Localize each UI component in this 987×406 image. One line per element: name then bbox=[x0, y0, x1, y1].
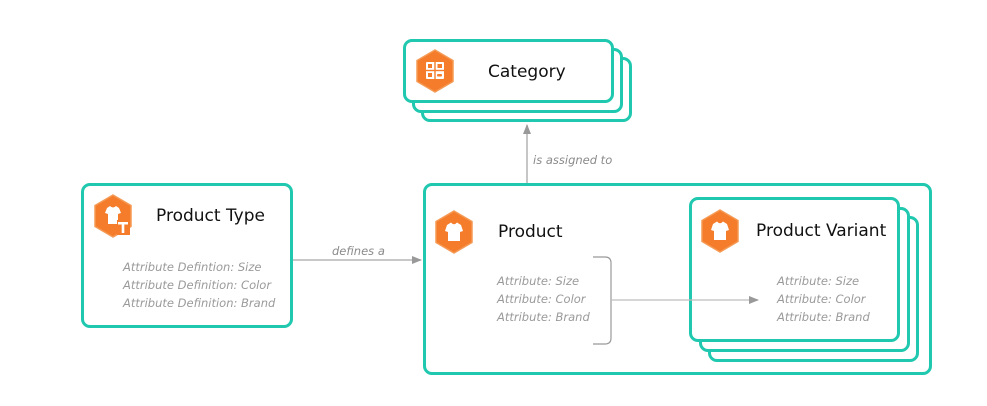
category-grid-icon bbox=[416, 49, 454, 93]
attribute-item: Attribute: Color bbox=[777, 292, 866, 306]
category-node[interactable]: Category bbox=[403, 39, 614, 103]
attribute-item: Attribute Definition: Brand bbox=[123, 296, 276, 310]
product-variant-attributes: Attribute: Size Attribute: Color Attribu… bbox=[777, 272, 870, 326]
attribute-item: Attribute: Brand bbox=[777, 310, 870, 324]
product-variant-title: Product Variant bbox=[756, 221, 887, 241]
product-variant-node[interactable]: Product Variant Attribute: Size Attribut… bbox=[689, 197, 900, 342]
category-title: Category bbox=[488, 62, 566, 82]
product-title: Product bbox=[498, 222, 563, 242]
tshirt-type-icon bbox=[94, 194, 132, 238]
attribute-item: Attribute: Brand bbox=[497, 310, 590, 324]
attribute-item: Attribute: Color bbox=[497, 292, 586, 306]
tshirt-icon bbox=[435, 210, 473, 254]
product-type-attributes: Attribute Defintion: Size Attribute Defi… bbox=[123, 258, 275, 312]
attribute-item: Attribute Definition: Color bbox=[123, 278, 272, 292]
tshirt-icon bbox=[701, 209, 739, 253]
assigned-to-label: is assigned to bbox=[533, 153, 613, 167]
product-type-node[interactable]: Product Type Attribute Defintion: Size A… bbox=[81, 183, 293, 328]
product-attributes: Attribute: Size Attribute: Color Attribu… bbox=[497, 272, 590, 326]
attribute-item: Attribute: Size bbox=[497, 274, 580, 288]
attribute-item: Attribute Defintion: Size bbox=[123, 260, 262, 274]
attribute-item: Attribute: Size bbox=[777, 274, 860, 288]
defines-label: defines a bbox=[332, 244, 385, 258]
product-type-title: Product Type bbox=[156, 206, 265, 226]
